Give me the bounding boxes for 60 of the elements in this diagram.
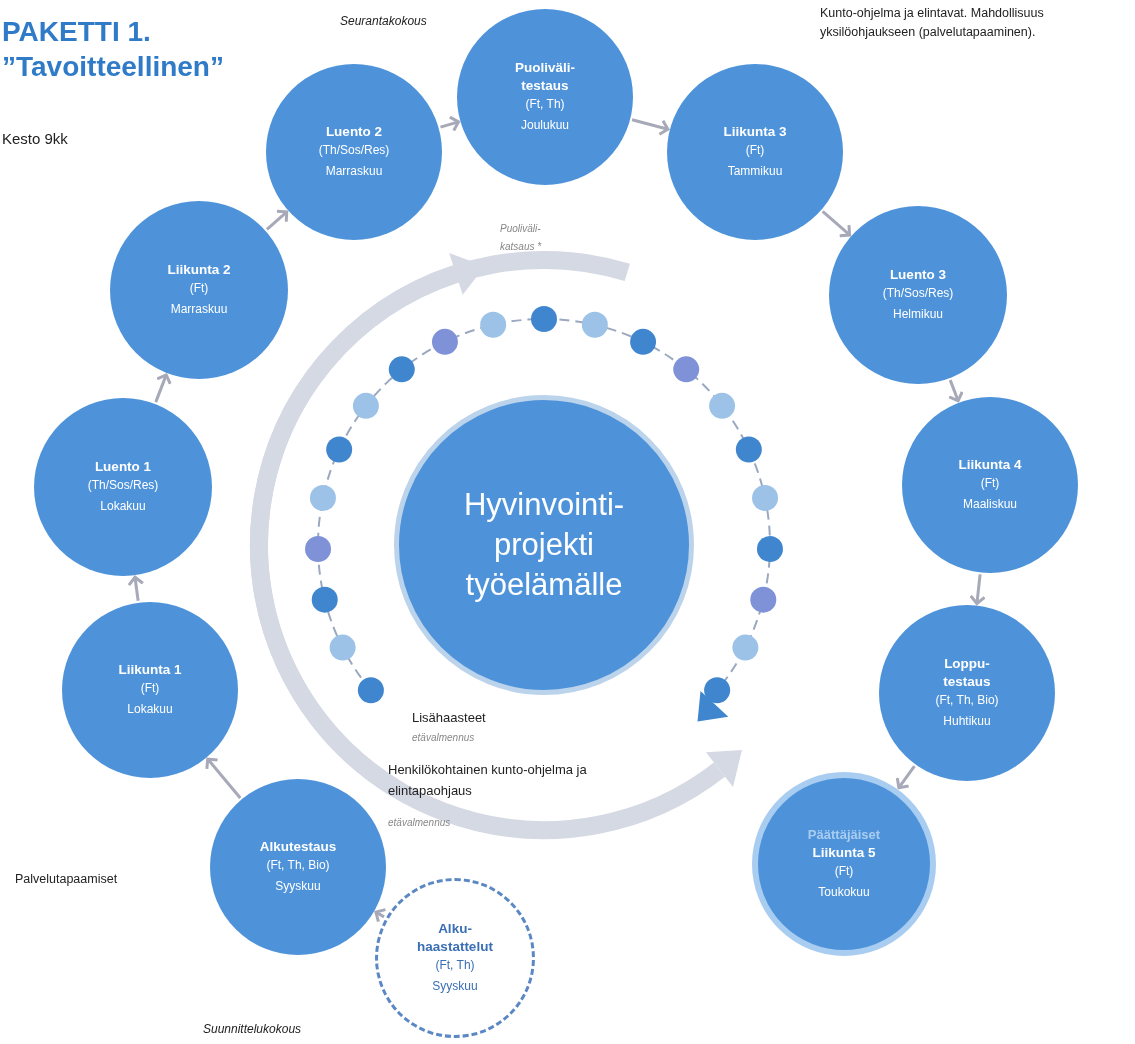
role-label: (Ft) — [834, 863, 854, 880]
month-label: Syyskuu — [432, 978, 478, 996]
chevron-arrow — [205, 757, 242, 799]
chevron-arrow — [127, 575, 145, 601]
role-label: (Ft) — [189, 279, 209, 297]
step-title: Luento 1 — [93, 457, 153, 476]
chevron-arrow — [895, 765, 916, 790]
role-label: (Ft, Th) — [525, 96, 565, 114]
month-label: Helmikuu — [893, 306, 943, 324]
meeting-label: Seurantakokous — [340, 13, 428, 30]
chevron-arrow — [440, 115, 460, 133]
role-label: (Ft, Th, Bio) — [266, 856, 330, 874]
role-label: (Th/Sos/Res) — [882, 284, 954, 302]
step-title: Liikunta 4 — [957, 455, 1023, 474]
month-label: Lokakuu — [127, 701, 173, 719]
step-title: Luento 3 — [888, 265, 948, 284]
month-label: Huhtikuu — [943, 713, 991, 731]
chevron-arrow — [631, 118, 670, 136]
month-label: Toukokuu — [818, 884, 870, 902]
role-label: (Ft, Th, Bio) — [935, 692, 999, 710]
month-label: Marraskuu — [325, 163, 383, 181]
step-title: Liikunta 5 — [811, 843, 877, 862]
month-label: Tammikuu — [727, 163, 783, 181]
month-label: Maaliskuu — [963, 496, 1017, 514]
meeting-label: Palvelutapaamiset — [15, 871, 119, 888]
step-title: Alkutestaus — [258, 837, 338, 856]
month-label: Syyskuu — [275, 878, 321, 896]
role-label: (Ft) — [745, 141, 765, 159]
step-title: Loppu- testaus — [942, 654, 992, 691]
meeting-label: Suunnittelukokous — [203, 1021, 303, 1038]
role-label: (Th/Sos/Res) — [87, 476, 159, 494]
step-title: Liikunta 1 — [117, 660, 183, 679]
remote-coaching-label: etävalmennus — [388, 816, 452, 830]
chevron-arrow — [969, 574, 987, 606]
title: PAKETTI 1. ”Tavoitteellinen” — [2, 15, 225, 84]
role-label: (Th/Sos/Res) — [318, 141, 390, 159]
role-label: (Ft) — [140, 679, 160, 697]
role-label: (Ft, Th) — [435, 957, 475, 975]
month-label: Lokakuu — [100, 498, 146, 516]
chevron-arrow — [154, 373, 172, 403]
program-label: Henkilökohtainen kunto-ohjelma ja elintapaohjaus — [388, 761, 588, 800]
step-note: Päättäjäiset — [807, 825, 881, 844]
remote-coaching-label: etävalmennus — [412, 731, 476, 745]
extra-challenges-label: Lisähaasteet — [412, 709, 487, 727]
note-text: Kunto-ohjelma ja elintavat. Mahdollisuus yksilöohjaukseen (palvelutapaaminen). — [820, 5, 1045, 42]
step-title: Liikunta 3 — [722, 122, 788, 141]
chevron-arrow — [265, 209, 289, 231]
chevron-arrow — [374, 908, 387, 924]
chevron-arrow — [947, 379, 964, 403]
step-title: Alku- haastattelut — [416, 919, 494, 956]
step-title: Luento 2 — [324, 122, 384, 141]
duration-text: Kesto 9kk — [2, 129, 69, 149]
center-title: Hyvinvointi- projekti työelämälle — [462, 485, 626, 605]
month-label: Marraskuu — [170, 301, 228, 319]
midpoint-label: Puoliväli- katsaus * — [500, 222, 543, 254]
role-label: (Ft) — [980, 474, 1000, 492]
month-label: Joulukuu — [520, 117, 569, 135]
chevron-arrow — [821, 210, 852, 238]
step-title: Puoliväli- testaus — [514, 58, 576, 95]
step-title: Liikunta 2 — [166, 260, 232, 279]
